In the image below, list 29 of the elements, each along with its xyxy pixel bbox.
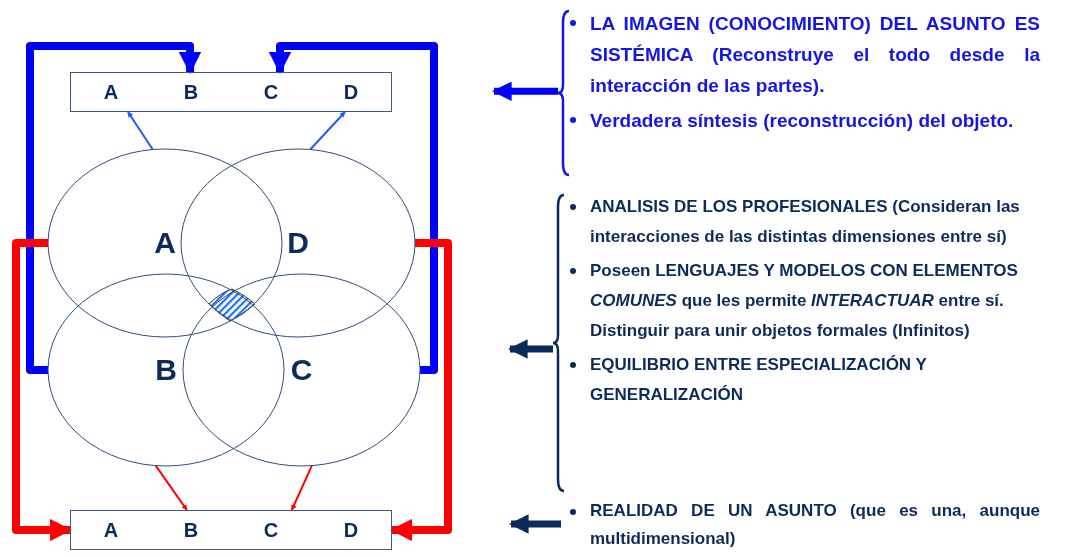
set-letter: D — [287, 227, 309, 259]
arrow — [26, 42, 202, 374]
bullet-text: ANALISIS DE LOS PROFESIONALES (Consideran las interacciones de las distintas dimensiones entre sí) — [566, 192, 1080, 252]
bullet-text: EQUILIBRIO ENTRE ESPECIALIZACIÓN Y GENERALIZACIÓN — [566, 350, 1080, 410]
set-letter: A — [154, 227, 176, 259]
set-letter: B — [183, 519, 199, 541]
set-letter: C — [290, 354, 313, 386]
bullet-text: REALIDAD DE UN ASUNTO (que es una, aunque multidimensional) — [566, 497, 1040, 553]
bullet-text: LA IMAGEN (CONOCIMIENTO) DEL ASUNTO ES SISTÉMICA (Reconstruye el todo desde la interacción de las partes). — [566, 8, 1040, 101]
arrow — [126, 111, 154, 151]
set-letter: B — [155, 354, 177, 386]
arrow — [309, 111, 346, 151]
set-letter: D — [343, 81, 359, 103]
arrow — [268, 42, 438, 374]
arrow — [389, 239, 452, 542]
set-letter: A — [103, 519, 119, 541]
set-letter: A — [103, 81, 119, 103]
letters-box — [70, 510, 392, 550]
set-letter: D — [343, 519, 359, 541]
bullet-text: Poseen LENGUAJES Y MODELOS CON ELEMENTOS COMUNES que les permite INTERACTUAR entre sí. Distinguir para unir objetos formales (Infinitos) — [566, 256, 1080, 346]
set-letter: C — [263, 519, 279, 541]
set-letter: B — [183, 81, 199, 103]
arrow — [508, 339, 553, 359]
arrow — [290, 464, 313, 511]
letters-box — [70, 72, 392, 112]
bullet-text: Verdadera síntesis (reconstrucción) del objeto. — [566, 105, 1040, 136]
set-letter: C — [263, 81, 279, 103]
arrow — [12, 239, 73, 542]
arrow — [154, 464, 188, 511]
